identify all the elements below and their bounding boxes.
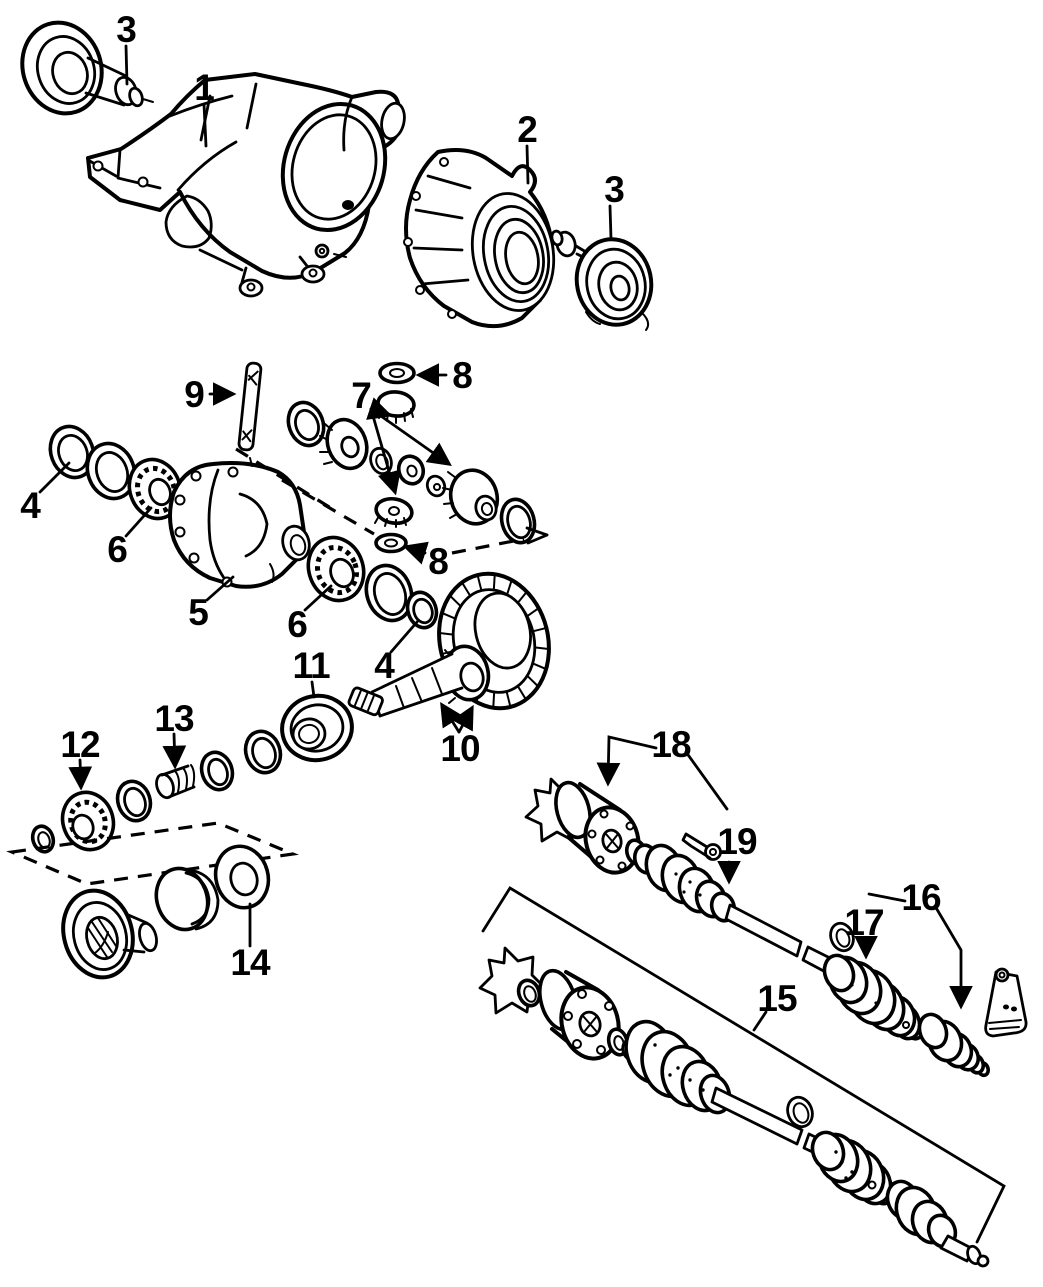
- callout-4-right: 4: [374, 645, 395, 686]
- pinion-flange: [61, 888, 158, 980]
- callout-3-left: 3: [116, 9, 136, 50]
- callout-7: 7: [351, 375, 371, 416]
- grease-packet: [984, 967, 1028, 1038]
- lock-pin: [237, 361, 263, 452]
- outer-cv-joint-lower: [810, 1130, 896, 1206]
- companion-flange-right: [550, 229, 654, 331]
- callout-9: 9: [184, 374, 204, 415]
- collapsible-spacer: [155, 764, 196, 800]
- assembly-axis-dashed-b: [281, 478, 375, 536]
- callout-18: 18: [651, 724, 691, 765]
- callout-14: 14: [230, 942, 271, 983]
- shim-ring: [364, 563, 414, 623]
- callout-11: 11: [292, 645, 330, 686]
- callout-5: 5: [188, 592, 208, 633]
- outer-boot-lower: [885, 1179, 990, 1268]
- ring-left: [85, 441, 137, 501]
- ring-c: [115, 779, 153, 823]
- inner-boot-upper: [624, 838, 737, 923]
- circlip-upper: [829, 921, 855, 953]
- companion-flange-left: [20, 20, 154, 116]
- callout-2: 2: [517, 109, 537, 150]
- rear-pinion-bearing: [280, 693, 354, 763]
- circlip-lower: [786, 1095, 814, 1129]
- outer-cv-joint-upper: [822, 953, 926, 1041]
- assembly-axis-dashed-a: [235, 447, 335, 512]
- assembly-plane-dashed: [6, 821, 299, 886]
- inner-cv-flange-lower: [538, 968, 621, 1061]
- callout-1: 1: [194, 67, 214, 108]
- callout-16: 16: [901, 877, 941, 918]
- seal-left: [48, 424, 96, 480]
- callout-3-right: 3: [604, 169, 624, 210]
- callout-6-left: 6: [107, 529, 127, 570]
- ring-and-pinion-gear: [347, 571, 551, 718]
- assembly-axis-dashed-c: [451, 537, 525, 555]
- differential-cover: [403, 148, 556, 329]
- callout-leaders: [38, 44, 1006, 1244]
- callout-8-upper: 8: [452, 355, 472, 396]
- ring-a: [243, 729, 283, 775]
- axle-shaft-upper: [724, 903, 840, 978]
- callout-4-left: 4: [20, 485, 41, 526]
- callout-numbers: 3 1 2 3 9 8 7 4 6 5 8 6 4 11 10 13 12 14…: [20, 9, 942, 1019]
- thrust-washer-upper: [378, 361, 416, 385]
- side-bearing-right: [306, 535, 366, 603]
- callout-13: 13: [154, 698, 194, 739]
- side-bearing-left: [127, 457, 183, 521]
- dust-shield: [154, 866, 220, 932]
- assembly-axis-chevron: [525, 526, 549, 545]
- differential-carrier: [86, 72, 406, 298]
- seal-right: [405, 590, 439, 630]
- callout-12: 12: [60, 724, 100, 765]
- thrust-washer-lower: [374, 532, 408, 554]
- outer-boot-upper: [917, 1012, 990, 1078]
- inner-cv-flange-upper: [554, 780, 641, 875]
- callout-6-right: 6: [287, 604, 307, 645]
- front-pinion-bearing: [60, 790, 116, 852]
- callout-15: 15: [757, 978, 797, 1019]
- gasket-ring-lower: [516, 978, 542, 1008]
- callout-19: 19: [717, 821, 757, 862]
- callout-10: 10: [440, 728, 480, 769]
- differential-gear-set: [319, 390, 537, 545]
- inner-boot-lower: [624, 1019, 732, 1115]
- flange-washer: [213, 844, 271, 910]
- ring-b: [199, 750, 235, 792]
- callout-17: 17: [844, 902, 883, 943]
- seal-ring-upper: [286, 400, 326, 448]
- joint-bolt: [681, 832, 722, 861]
- small-ring: [30, 824, 56, 854]
- callout-8-lower: 8: [428, 541, 448, 582]
- differential-case: [168, 457, 311, 589]
